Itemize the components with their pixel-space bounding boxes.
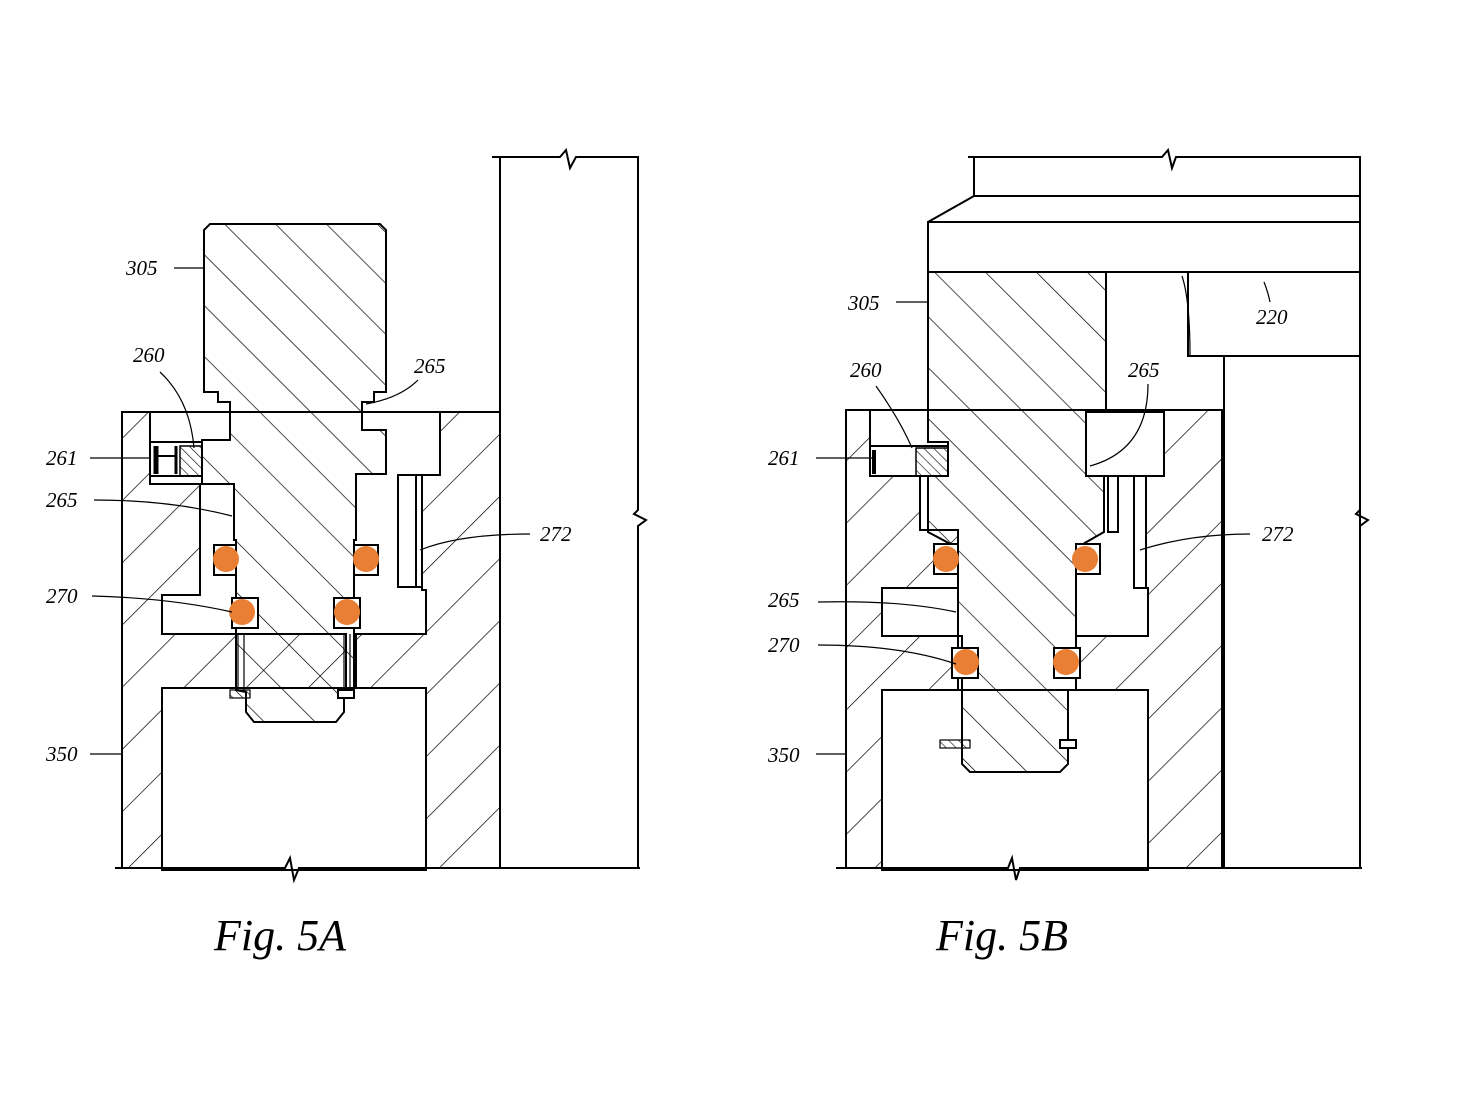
- seal-dot: [229, 599, 255, 625]
- figure-caption-5b: Fig. 5B: [935, 911, 1068, 960]
- figure-5b: 305 220 260 265 261 272 265 270 350 Fig.…: [767, 147, 1370, 960]
- leader-lines-5b: [816, 275, 1271, 755]
- label-270: 270: [46, 584, 78, 608]
- plate-220: [836, 147, 1370, 881]
- seal-dot: [1053, 649, 1079, 675]
- leader-lines-5a: [90, 267, 531, 755]
- vent-plug-left: [229, 689, 251, 699]
- label-350-5b: 350: [767, 743, 800, 767]
- label-261-5b: 261: [768, 446, 800, 470]
- outer-bracket-5a: [115, 147, 648, 884]
- label-305: 305: [125, 256, 158, 280]
- figure-5a: 305 260 265 261 265 272 270 350 Fig. 5A: [45, 147, 648, 960]
- label-350: 350: [45, 742, 78, 766]
- vent-plug-right-5b: [1059, 739, 1077, 749]
- label-272: 272: [540, 522, 572, 546]
- label-260: 260: [133, 343, 165, 367]
- seal-dot: [213, 546, 239, 572]
- label-265-left-5b: 265: [768, 588, 800, 612]
- label-220: 220: [1256, 305, 1288, 329]
- vent-plug-right: [337, 689, 355, 699]
- label-265-top-5b: 265: [1128, 358, 1160, 382]
- label-305-5b: 305: [847, 291, 880, 315]
- label-261: 261: [46, 446, 78, 470]
- seals-5b: [933, 543, 1101, 679]
- label-270-5b: 270: [768, 633, 800, 657]
- label-265-left: 265: [46, 488, 78, 512]
- vent-plug-left-5b: [939, 739, 971, 749]
- seal-dot: [1072, 546, 1098, 572]
- label-265-top: 265: [414, 354, 446, 378]
- label-260-5b: 260: [850, 358, 882, 382]
- seals-5a: [213, 544, 379, 629]
- seal-dot: [334, 599, 360, 625]
- seal-dot: [933, 546, 959, 572]
- retainer-261-5b: [869, 411, 1165, 477]
- seal-dot: [953, 649, 979, 675]
- retainer-261: [149, 441, 203, 477]
- seal-dot: [353, 546, 379, 572]
- label-272-5b: 272: [1262, 522, 1294, 546]
- figure-caption-5a: Fig. 5A: [213, 911, 347, 960]
